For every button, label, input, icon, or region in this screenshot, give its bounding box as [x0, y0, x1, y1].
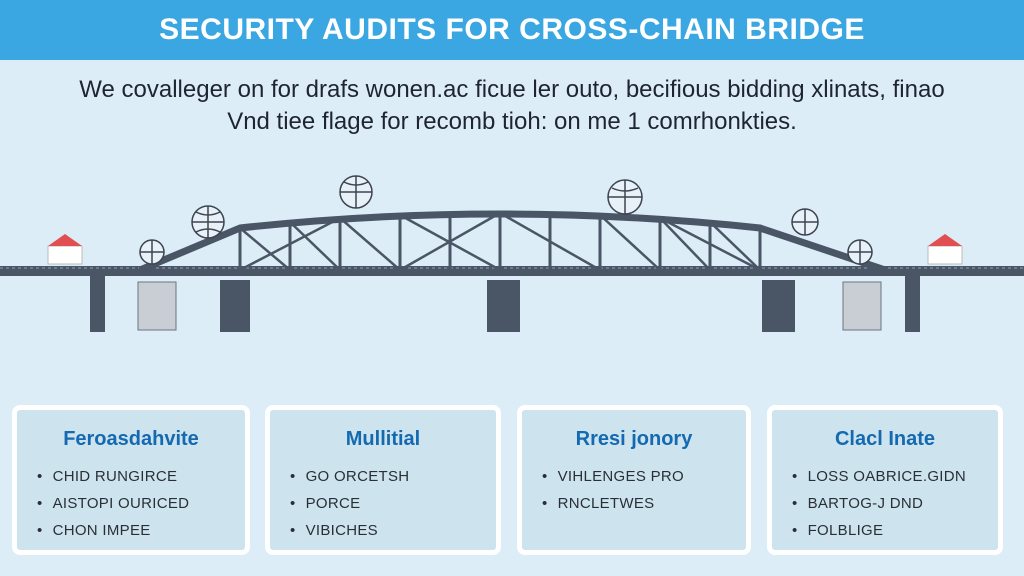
- list-item: AISTOPI OURICED: [37, 490, 245, 517]
- intro-line-2: Vnd tiee flage for recomb tioh: on me 1 …: [227, 108, 797, 135]
- list-item: VIHLENGES PRO: [542, 463, 746, 490]
- list-item: BARTOG-J DND: [792, 490, 998, 517]
- card-list: CHID RUNGIRCE AISTOPI OURICED CHON IMPEE: [17, 463, 245, 544]
- card-4: Clacl Inate LOSS OABRICE.GIDN BARTOG-J D…: [767, 405, 1003, 555]
- list-item: CHON IMPEE: [37, 517, 245, 544]
- card-3: Rresi jonory VIHLENGES PRO RNCLETWES: [517, 405, 751, 555]
- list-item: VIBICHES: [290, 517, 496, 544]
- card-title: Feroasdahvite: [63, 428, 199, 450]
- page-title: SECURITY AUDITS FOR CROSS-CHAIN BRIDGE: [159, 13, 865, 46]
- intro-line-1: We covalleger on for drafs wonen.ac ficu…: [79, 76, 945, 103]
- list-item: RNCLETWES: [542, 490, 746, 517]
- intro-text: We covalleger on for drafs wonen.ac ficu…: [0, 74, 1024, 138]
- title-banner: SECURITY AUDITS FOR CROSS-CHAIN BRIDGE: [0, 0, 1024, 60]
- card-list: VIHLENGES PRO RNCLETWES: [522, 463, 746, 517]
- list-item: FOLBLIGE: [792, 517, 998, 544]
- card-2: Mullitial GO ORCETSH PORCE VIBICHES: [265, 405, 501, 555]
- bridge-illustration: [0, 175, 1024, 332]
- list-item: CHID RUNGIRCE: [37, 463, 245, 490]
- card-title: Rresi jonory: [575, 428, 693, 450]
- card-title: Mullitial: [345, 428, 421, 450]
- card-list: LOSS OABRICE.GIDN BARTOG-J DND FOLBLIGE: [772, 463, 998, 544]
- card-title: Clacl Inate: [834, 428, 936, 450]
- card-1: Feroasdahvite CHID RUNGIRCE AISTOPI OURI…: [12, 405, 250, 555]
- card-list: GO ORCETSH PORCE VIBICHES: [270, 463, 496, 544]
- list-item: LOSS OABRICE.GIDN: [792, 463, 998, 490]
- list-item: GO ORCETSH: [290, 463, 496, 490]
- list-item: PORCE: [290, 490, 496, 517]
